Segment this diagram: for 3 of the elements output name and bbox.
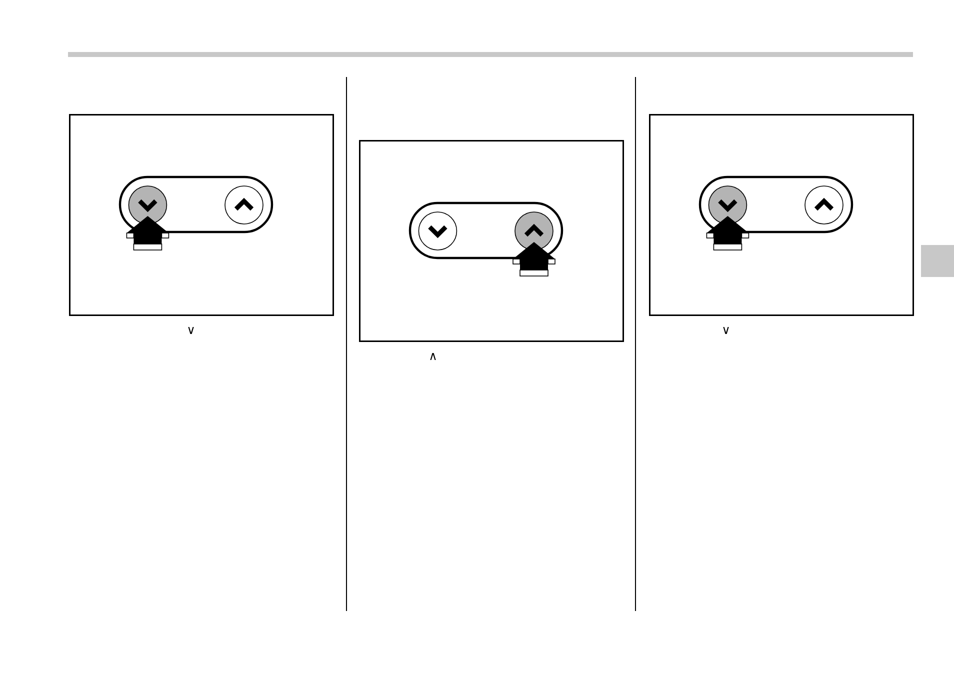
chevron-symbol-text: ∨: [186, 324, 196, 336]
chevron-symbol-text: ∨: [722, 324, 730, 336]
chevron-symbol-text: ∧: [428, 350, 438, 362]
